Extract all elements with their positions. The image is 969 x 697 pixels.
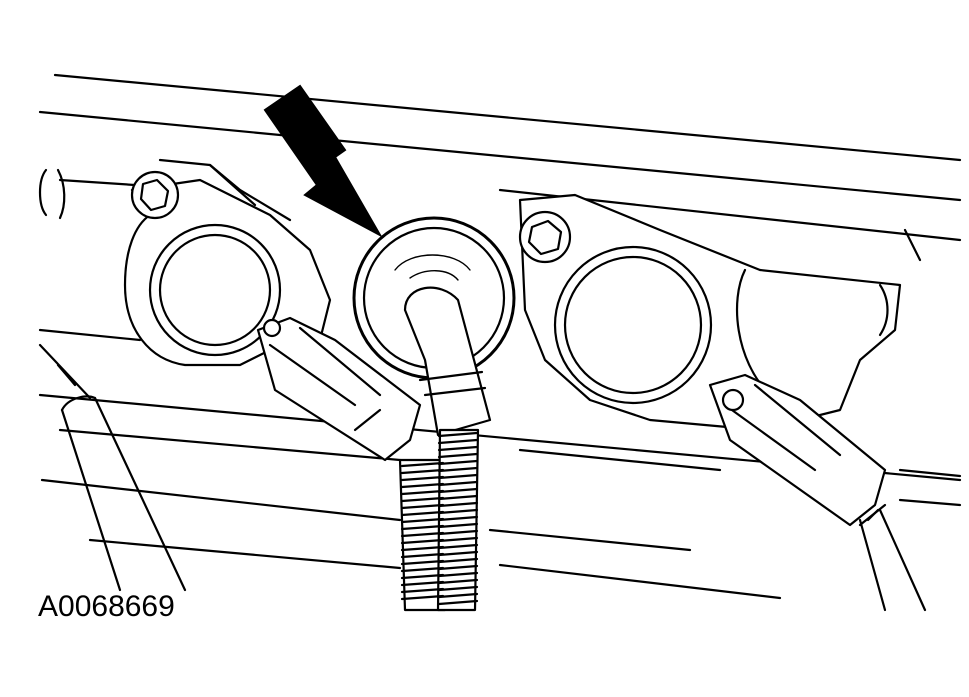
conduit-rib — [437, 438, 479, 445]
conduit-rib — [437, 508, 479, 515]
conduit-rib — [437, 522, 479, 529]
conduit-rib — [437, 543, 479, 550]
conduit-rib — [437, 459, 479, 466]
conduit-rib — [437, 585, 479, 592]
figure-code-label: A0068669 — [38, 590, 175, 623]
conduit-rib — [400, 559, 445, 566]
conduit-rib — [400, 566, 445, 573]
conduit-rib — [437, 536, 479, 543]
conduit-rib — [400, 531, 445, 538]
conduit-rib — [400, 503, 445, 510]
conduit-rib — [400, 538, 445, 545]
conduit-rib — [400, 461, 445, 468]
conduit-rib — [400, 552, 445, 559]
conduit-rib — [400, 489, 445, 496]
conduit-rib — [437, 557, 479, 564]
corrugated-conduit — [398, 428, 480, 612]
conduit-rib — [437, 599, 479, 606]
conduit-rib — [400, 580, 445, 587]
left-ignition-coil — [123, 158, 422, 462]
conduit-rib — [437, 452, 479, 459]
conduit-rib — [437, 473, 479, 480]
conduit-rib — [400, 468, 445, 475]
pointer-arrow — [263, 84, 383, 238]
conduit-rib — [400, 594, 445, 601]
conduit-rib — [437, 571, 479, 578]
conduit-rib — [400, 573, 445, 580]
left-wire-harness — [38, 343, 187, 592]
conduit-rib — [437, 480, 479, 487]
conduit-rib — [437, 501, 479, 508]
conduit-rib — [437, 564, 479, 571]
conduit-rib — [437, 494, 479, 501]
vent-hose — [403, 286, 492, 437]
conduit-rib — [437, 445, 479, 452]
conduit-rib — [400, 517, 445, 524]
conduit-rib — [437, 515, 479, 522]
conduit-rib — [437, 550, 479, 557]
conduit-rib — [437, 431, 479, 438]
conduit-rib — [437, 529, 479, 536]
conduit-rib — [400, 475, 445, 482]
conduit-rib — [437, 466, 479, 473]
background-surface-lines — [38, 73, 962, 600]
conduit-rib — [400, 545, 445, 552]
conduit-rib — [437, 578, 479, 585]
conduit-rib — [400, 510, 445, 517]
conduit-rib — [400, 496, 445, 503]
right-ignition-coil — [518, 193, 927, 612]
conduit-rib — [437, 487, 479, 494]
conduit-rib — [437, 592, 479, 599]
conduit-rib — [400, 482, 445, 489]
conduit-rib — [400, 587, 445, 594]
conduit-rib — [400, 524, 445, 531]
